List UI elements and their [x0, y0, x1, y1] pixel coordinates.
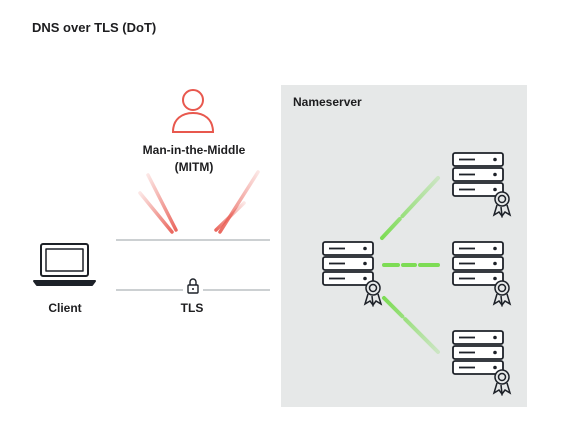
server-icon-top [452, 152, 504, 197]
client-label: Client [48, 301, 82, 315]
page-title: DNS over TLS (DoT) [32, 20, 157, 35]
ray-far-left [138, 191, 174, 234]
laptop-icon [33, 243, 96, 286]
server-icon-bottom [452, 330, 504, 375]
secure-link-upper [380, 176, 440, 240]
ray-left [146, 173, 178, 232]
mitm-rays [138, 170, 260, 234]
mitm-label-line2: (MITM) [174, 160, 214, 174]
certificate-icon-top [492, 191, 512, 218]
person-icon [171, 89, 215, 133]
server-icon-resolver [322, 241, 374, 286]
certificate-icon-middle [492, 280, 512, 307]
certificate-icon-resolver [363, 280, 383, 307]
lock-icon [187, 278, 199, 294]
nameserver-label: Nameserver [293, 95, 362, 109]
ray-far-right [218, 170, 260, 234]
mitm-label-line1: Man-in-the-Middle [142, 143, 246, 157]
secure-link-lower [382, 296, 440, 354]
server-icon-middle [452, 241, 504, 286]
mitm-label: Man-in-the-Middle (MITM) [110, 142, 278, 176]
certificate-icon-bottom [492, 369, 512, 396]
tls-label: TLS [180, 301, 204, 315]
